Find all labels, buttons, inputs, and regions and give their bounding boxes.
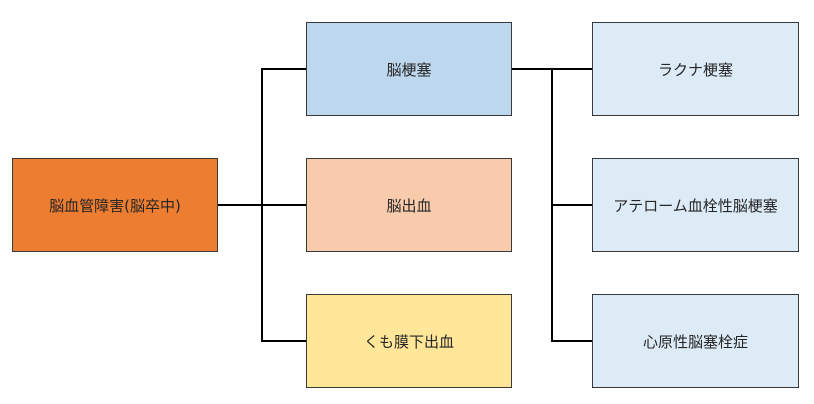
node-lacunar-infarction: ラクナ梗塞 (592, 22, 799, 116)
node-label: ラクナ梗塞 (657, 60, 733, 79)
node-cerebral-infarction: 脳梗塞 (306, 22, 512, 116)
node-cerebral-hemorrhage: 脳出血 (306, 158, 512, 252)
node-label: 心原性脳塞栓症 (642, 332, 748, 351)
node-cardioembolic-stroke: 心原性脳塞栓症 (592, 294, 799, 388)
connector-to-atherothrombotic (551, 204, 592, 206)
connector-to-cerebral-hemorrhage (261, 204, 306, 206)
node-label: アテローム血栓性脳梗塞 (613, 196, 778, 215)
node-label: 脳出血 (386, 196, 432, 215)
node-subarachnoid-hemorrhage: くも膜下出血 (306, 294, 512, 388)
root-node-label: 脳血管障害(脳卒中) (49, 196, 181, 215)
node-label: くも膜下出血 (363, 332, 454, 351)
connector-root-horizontal (217, 204, 263, 206)
connector-to-cerebral-infarction (261, 68, 306, 70)
node-label: 脳梗塞 (386, 60, 432, 79)
node-atherothrombotic-infarction: アテローム血栓性脳梗塞 (592, 158, 799, 252)
connector-to-cardioembolic (551, 340, 592, 342)
root-node-cerebrovascular-disease: 脳血管障害(脳卒中) (12, 158, 218, 252)
connector-to-subarachnoid-hemorrhage (261, 340, 306, 342)
